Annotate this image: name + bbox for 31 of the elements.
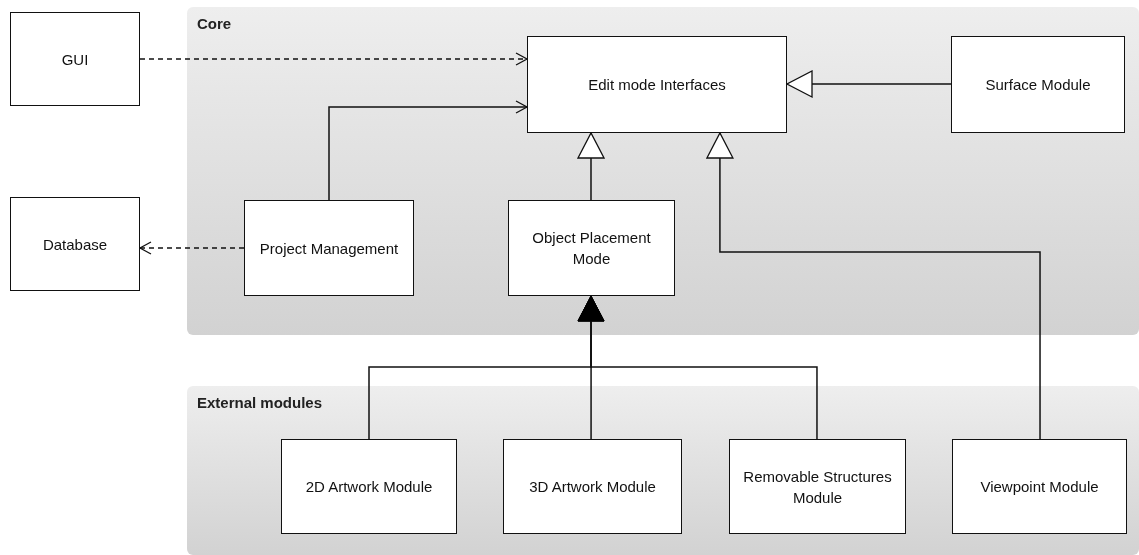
- box-label: Edit mode Interfaces: [588, 75, 726, 95]
- class-box: [244, 200, 414, 296]
- package-panel: [187, 386, 1139, 555]
- panel-title: Core: [197, 14, 232, 34]
- box-label: Object Placement Mode: [531, 228, 652, 269]
- class-box: [527, 36, 787, 133]
- box-label: Project Management: [259, 238, 399, 259]
- arrow: [577, 132, 605, 201]
- class-box: [951, 36, 1125, 133]
- class-box: [508, 200, 675, 296]
- arrow: [577, 295, 818, 440]
- box-label: Database: [42, 234, 108, 255]
- box-label: Surface Module: [985, 75, 1091, 95]
- package-panel: [187, 7, 1139, 335]
- box-label: 3D Artwork Module: [529, 477, 656, 497]
- class-box: [10, 12, 140, 106]
- arrow: [328, 100, 528, 201]
- class-box: [10, 197, 140, 291]
- panel-title: External modules: [197, 393, 323, 413]
- dependency-arrow: [139, 52, 528, 66]
- box-label: GUI: [61, 49, 89, 70]
- class-box: [281, 439, 457, 534]
- class-box: [952, 439, 1127, 534]
- dependency-arrow: [139, 241, 245, 255]
- box-label: 2D Artwork Module: [305, 477, 433, 497]
- box-label: Viewpoint Module: [980, 477, 1099, 497]
- arrow: [786, 70, 952, 98]
- arrow: [706, 132, 1041, 440]
- class-box: [503, 439, 682, 534]
- class-box: [729, 439, 906, 534]
- box-label: Removable Structures Module: [742, 466, 893, 508]
